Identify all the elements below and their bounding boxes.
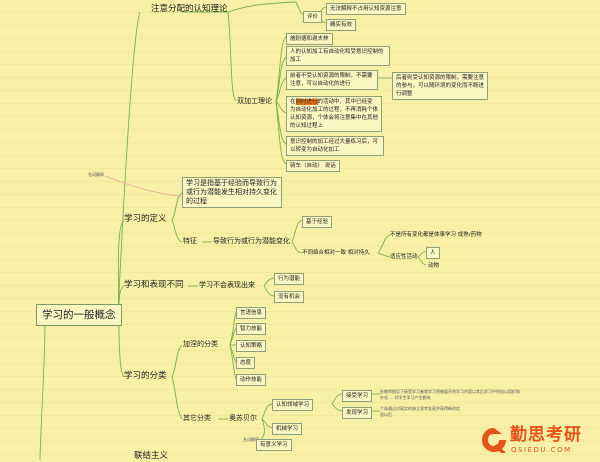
discovery-note: 个体通过对现实的独立思考发现并获得新的信息以后 <box>380 406 460 417</box>
definition-node: 学习的定义 <box>124 214 167 224</box>
dual-item-5: 意识控制的加工经过大量练习后，可以转变为自动化加工 <box>286 136 384 156</box>
attention-theory-node: 注意分配的认知理论 <box>151 4 228 14</box>
gagne-node: 加涅的分类 <box>183 340 218 348</box>
features-main: 导致行为或行为潜能变化 <box>213 237 290 245</box>
learning-performance-node: 学习和表现不同 <box>124 280 184 290</box>
cognitive-domain: 认知领域学习 <box>272 399 314 411</box>
evaluation-item-1: 无法解释不占用认知资源注意 <box>326 3 406 15</box>
classification-node: 学习的分类 <box>124 371 167 381</box>
qsiedu-logo: 勤思考研 QSIEDU.COM <box>480 424 598 460</box>
dual-item-2: 人的认知加工有自动化和受意识控制的加工 <box>286 46 390 66</box>
highlight-text: 同时进行 <box>295 99 318 105</box>
other-classification-node: 其它分类 <box>183 414 211 422</box>
dual-side-note: 后者则受认知资源的限制，需要注意的参与，可以随环境的变化而不断进行调整 <box>392 72 488 100</box>
logo-subtitle: QSIEDU.COM <box>511 446 572 454</box>
dual-processing-node: 双加工理论 <box>237 97 272 105</box>
gagne-item-5: 动作技能 <box>236 374 267 386</box>
dual-item-6: 骑车（自动） 说话 <box>286 160 340 172</box>
logo-mark-icon <box>482 428 506 453</box>
receptive-learning: 接受学习 <box>342 390 373 402</box>
relatively-durable: 不同络合相对一致 相对持久 <box>302 250 370 256</box>
evaluation-item-2: 确实有效 <box>326 19 357 31</box>
features-node: 特征 <box>183 237 197 245</box>
ausubel-node: 奥苏贝尔 <box>229 414 257 422</box>
learning-performance-main: 学习不会表现出来 <box>199 281 255 289</box>
meaningful-learning: 有意义学习 <box>256 439 292 451</box>
gagne-item-3: 认知策略 <box>236 340 267 352</box>
root-node: 学习的一般概念 <box>36 304 122 326</box>
receptive-note: 在教师指导下接受学习者就学习将被展开的学习内容以其后学习中所加以组织和外化 ..… <box>380 389 520 400</box>
based-on-experience: 基于经验 <box>302 216 333 228</box>
definition-text: 学习是指基于经验而导致行为或行为潜能发生相对持久变化的过程 <box>182 177 282 208</box>
definition-note: 名词解释 <box>88 172 104 177</box>
dual-item-1: 施耐德和谢夫林 <box>286 33 333 45</box>
not-all-changes: 不是所有变化都是体事学习 成熟/药物 <box>390 232 482 238</box>
gagne-item-4: 态度 <box>236 357 256 369</box>
gagne-item-2: 智力技能 <box>236 323 267 335</box>
adaptive-human: 人 <box>426 247 440 259</box>
behavior-potential: 行为潜能 <box>274 273 305 285</box>
gagne-item-1: 言语信息 <box>236 307 267 319</box>
dual-item-4-text: 的活动中，其中已经变为自动化加工的过程，不再消耗个体认知资源，个体会将注意集中在… <box>290 99 379 129</box>
adaptive-animal: 动物 <box>428 263 440 269</box>
dual-item-3: 前者不受认知资源的限制，不需要注意，可以自动化的进行 <box>286 70 378 90</box>
adaptive-activity: 适应性活动 <box>390 254 418 260</box>
evaluation-node: 评价 <box>303 11 323 23</box>
other-note: 名词解释 <box>243 437 259 442</box>
dual-item-4: 在同时进行的活动中，其中已经变为自动化加工的过程，不再消耗个体认知资源，个体会将… <box>286 96 382 132</box>
logo-title: 勤思考研 <box>510 425 582 445</box>
discovery-learning: 发现学习 <box>342 407 373 419</box>
connectionism-node: 联结主义 <box>134 451 169 461</box>
dual-item-4-prefix: 在 <box>290 99 296 105</box>
mechanical-learning: 机械学习 <box>272 423 303 435</box>
no-opportunity: 没有机会 <box>274 291 305 303</box>
